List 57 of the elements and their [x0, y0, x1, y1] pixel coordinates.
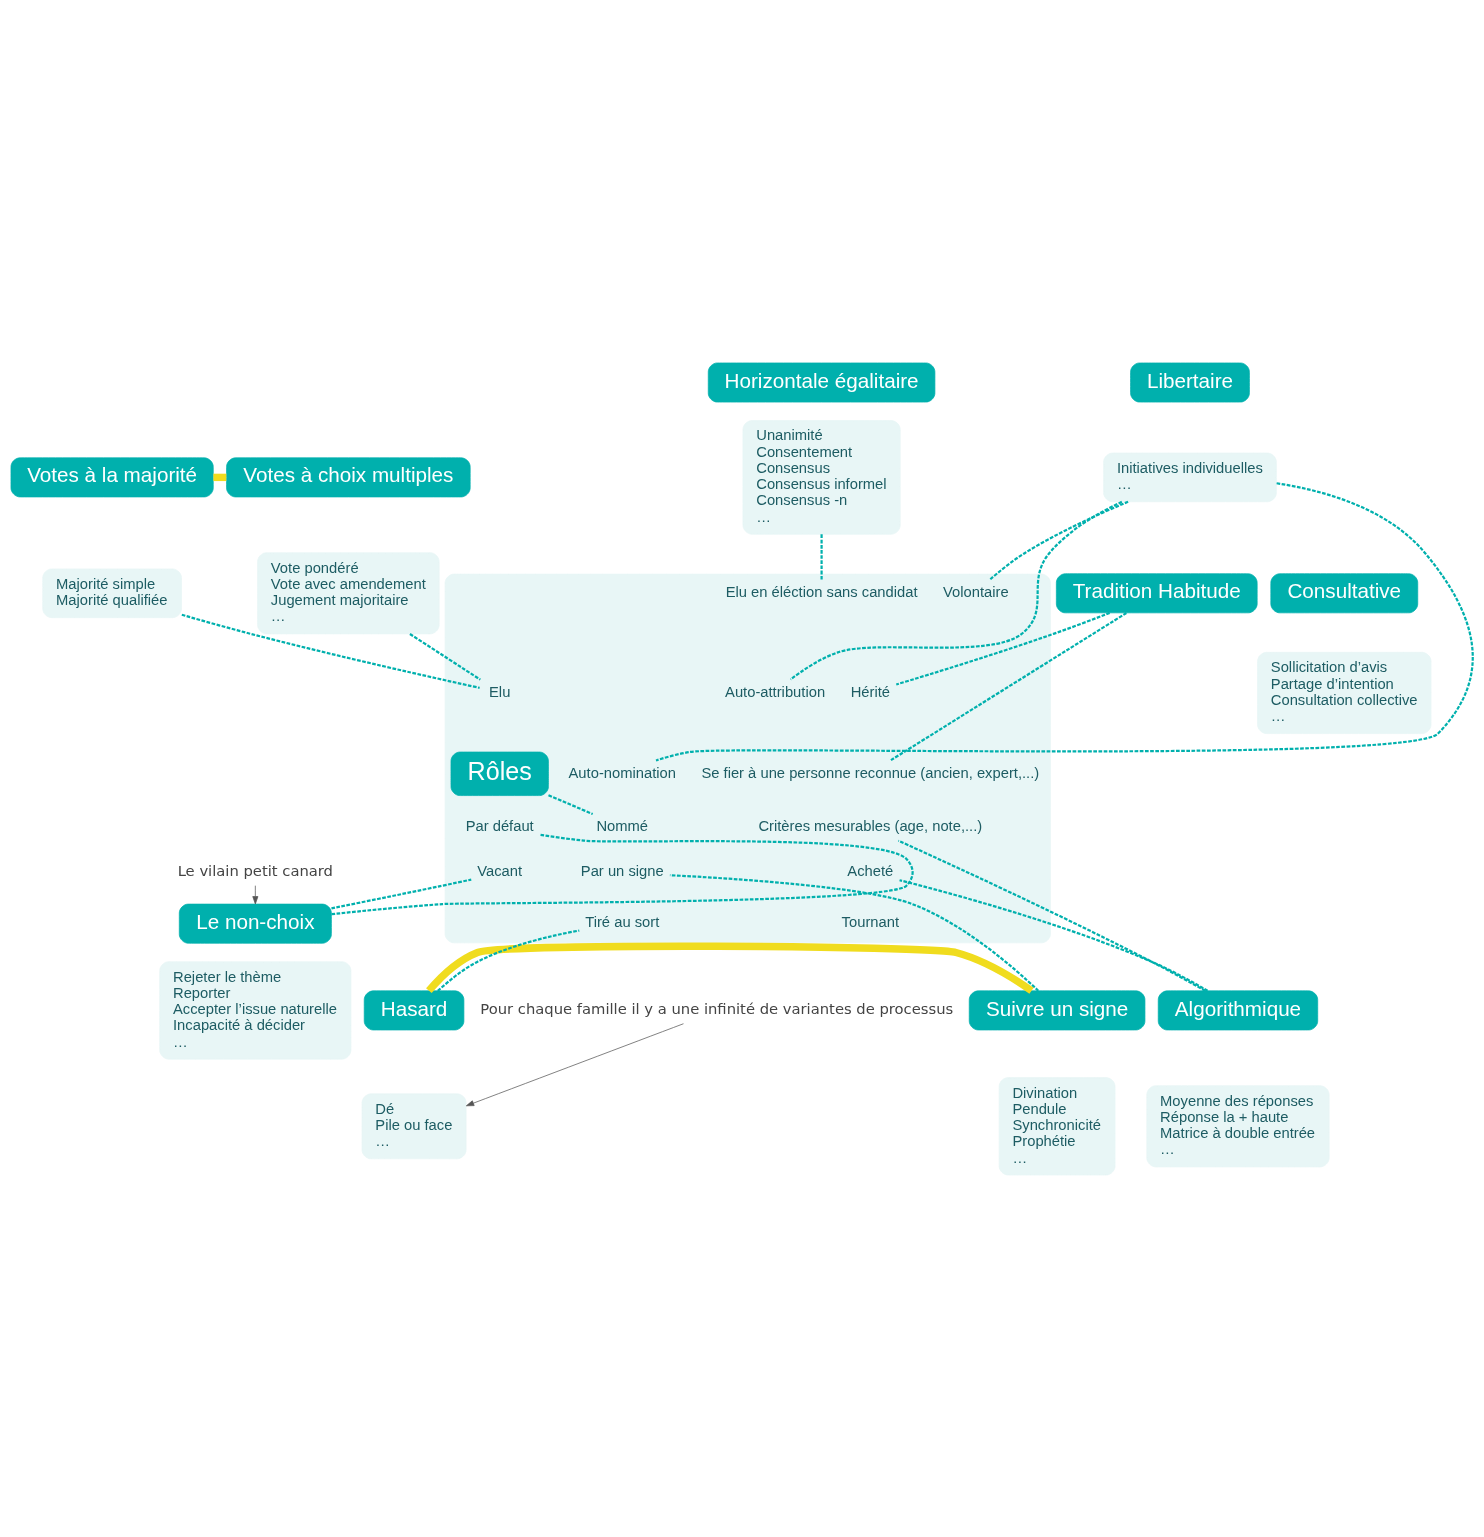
- connector: [181, 613, 480, 689]
- node-box: Votes à choix multiples: [226, 456, 471, 497]
- node-box: Tradition Habitude: [1056, 572, 1258, 613]
- node-text: Tournant: [841, 913, 900, 930]
- node-text: Elu: [489, 683, 511, 700]
- node-box: Algorithmique: [1157, 990, 1319, 1030]
- node-box: Majorité simple Majorité qualifiée: [42, 568, 182, 618]
- node-text: Auto-attribution: [725, 683, 826, 700]
- node-box: Dé Pile ou face …: [361, 1092, 467, 1159]
- connector: [889, 611, 1127, 761]
- node-box: Unanimité Consentement Consensus Consensus informel Consensus -n …: [742, 419, 901, 535]
- node-box: Moyenne des réponses Réponse la + haute Matrice à double entrée …: [1146, 1084, 1330, 1167]
- node-box: Vote pondéré Vote avec amendement Jugement majoritaire …: [257, 551, 440, 634]
- node-box: Sollicitation d’avis Partage d’intention Consultation collective …: [1257, 651, 1432, 734]
- node-text: Auto-nomination: [568, 763, 676, 780]
- node-text: Pour chaque famille il y a une infinité de variantes de processus: [480, 999, 954, 1017]
- node-text: Hérité: [850, 683, 890, 700]
- node-text: Tiré au sort: [585, 913, 660, 930]
- node-box: Votes à la majorité: [10, 456, 214, 497]
- node-box: Hasard: [363, 990, 465, 1030]
- connector: [789, 500, 1123, 680]
- connector: [669, 873, 1040, 992]
- connector: [655, 481, 1474, 762]
- node-box: Horizontale égalitaire: [707, 362, 936, 402]
- node-box: Suivre un signe: [968, 990, 1146, 1030]
- arrow: [252, 884, 259, 904]
- connector: [331, 833, 914, 915]
- node-text: Elu en éléction sans candidat: [725, 583, 918, 600]
- connector: [895, 611, 1111, 686]
- node-box: Consultative: [1270, 572, 1419, 613]
- node-text: Critères mesurables (age, note,...): [758, 817, 983, 834]
- connector: [426, 942, 1034, 994]
- node-box: Le non-choix: [178, 903, 332, 944]
- connector: [899, 878, 1209, 992]
- connector: [331, 878, 472, 909]
- node-box: Rôles: [450, 751, 549, 796]
- connector: [409, 632, 481, 681]
- node-text: Vacant: [477, 862, 523, 879]
- node-text: Par défaut: [465, 817, 534, 834]
- connector: [897, 839, 1206, 992]
- node-text: Par un signe: [580, 862, 664, 879]
- node-text: Nommé: [596, 817, 649, 834]
- node-text: Volontaire: [943, 583, 1009, 600]
- connector: [548, 793, 594, 815]
- node-box: Initiatives individuelles …: [1103, 452, 1277, 502]
- connector: [820, 533, 823, 580]
- node-text: Le vilain petit canard: [177, 861, 333, 879]
- node-box: Rejeter le thème Reporter Accepter l’issue naturelle Incapacité à décider …: [159, 960, 352, 1059]
- node-text: Acheté: [847, 862, 894, 879]
- node-box: Divination Pendule Synchronicité Prophétie …: [998, 1076, 1116, 1175]
- connector: [213, 473, 227, 481]
- connector: [988, 500, 1129, 581]
- node-box: Libertaire: [1130, 362, 1250, 402]
- cluster: [444, 573, 1051, 943]
- arrow: [466, 1022, 684, 1106]
- node-text: Se fier à une personne reconnue (ancien, expert,...): [701, 763, 1040, 780]
- connector: [437, 929, 580, 992]
